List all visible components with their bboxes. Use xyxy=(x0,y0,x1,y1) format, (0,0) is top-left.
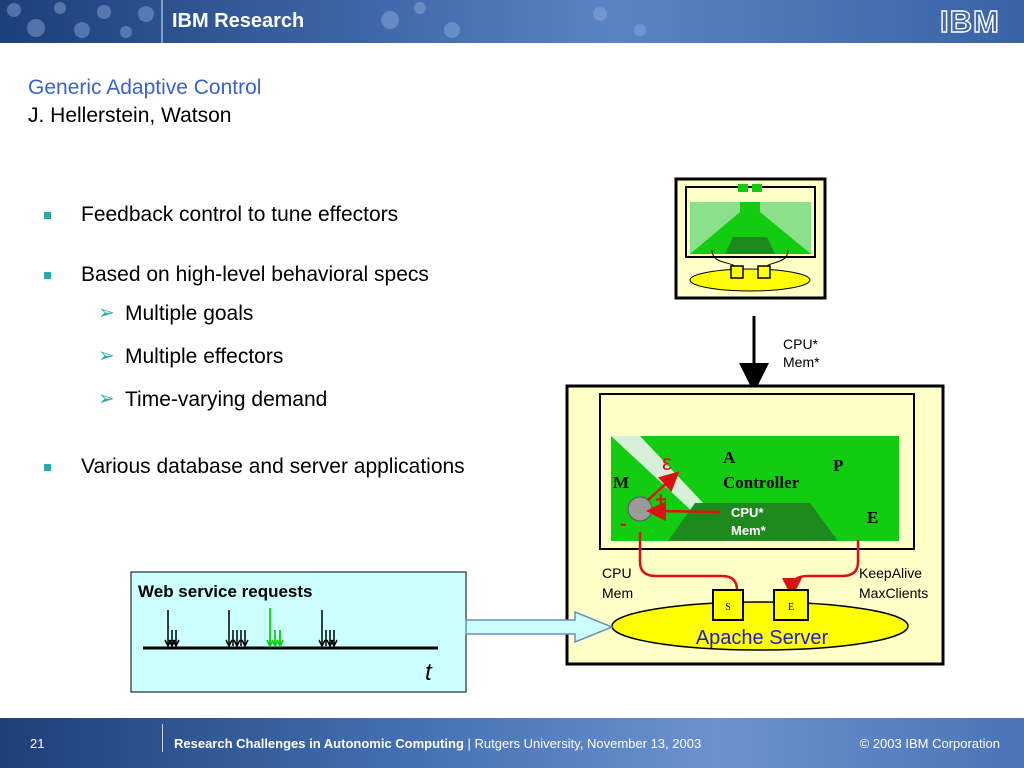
arrow-bullet-icon: ➢ xyxy=(98,345,115,367)
plus-sign: + xyxy=(655,489,667,511)
highlighted-request-arrows-icon xyxy=(266,608,284,649)
slide-subtitle: J. Hellerstein, Watson xyxy=(28,104,232,127)
cpu-mem-connector xyxy=(638,532,739,591)
label-a: A xyxy=(723,448,736,467)
header-title: IBM Research xyxy=(172,10,305,32)
minus-sign: - xyxy=(620,513,627,535)
label-m: M xyxy=(613,473,629,492)
arrow-label-mem: Mem* xyxy=(783,354,820,370)
label-e: E xyxy=(867,508,878,527)
sensor-box xyxy=(712,589,744,621)
error-arrow-icon xyxy=(647,471,680,501)
footer-separator: | xyxy=(467,736,471,751)
copyright: © 2003 IBM Corporation xyxy=(859,736,1000,751)
inner-mem-label: Mem* xyxy=(731,523,767,538)
footer-bar: 21 Research Challenges in Autonomic Comp… xyxy=(0,718,1024,768)
square-bullet-icon xyxy=(44,212,51,219)
page-number: 21 xyxy=(30,736,45,751)
label-p: P xyxy=(833,456,843,475)
presentation-title: Research Challenges in Autonomic Computi… xyxy=(174,736,464,751)
arrow-bullet-icon: ➢ xyxy=(98,388,115,410)
square-bullet-icon xyxy=(44,464,51,471)
header-pattern xyxy=(7,0,646,43)
left-cpu-label: CPU xyxy=(602,565,632,581)
slide-title: Generic Adaptive Control xyxy=(28,76,262,99)
request-arrows-icon xyxy=(164,610,338,648)
apache-label: Apache Server xyxy=(696,627,829,649)
arrow-bullet-icon: ➢ xyxy=(98,302,115,324)
web-requests-label: Web service requests xyxy=(138,582,313,601)
maxclients-label: MaxClients xyxy=(859,585,928,601)
feedback-arrow-icon xyxy=(646,501,721,522)
svg-text:IBM: IBM xyxy=(940,6,1000,36)
effector-box xyxy=(773,589,809,621)
header-bar: IBM Research IBM xyxy=(0,0,1024,43)
svg-text:E: E xyxy=(788,602,794,613)
apache-server xyxy=(611,601,909,651)
left-mem-label: Mem xyxy=(602,585,633,601)
main-system-panel: ε A Controller P M E + - CPU* Mem* CPU M… xyxy=(565,384,945,666)
footer-center-text: Research Challenges in Autonomic Computi… xyxy=(174,736,701,751)
label-controller: Controller xyxy=(723,473,800,492)
epsilon-symbol: ε xyxy=(662,450,672,475)
inner-cpu-label: CPU* xyxy=(731,505,764,520)
square-bullet-icon xyxy=(44,272,51,279)
keepalive-connector xyxy=(782,540,860,598)
arrow-label-cpu: CPU* xyxy=(783,336,819,352)
svg-text:S: S xyxy=(725,602,731,613)
web-requests-panel: Web service requests t xyxy=(130,571,467,693)
summing-junction xyxy=(627,496,653,522)
venue-date: Rutgers University, November 13, 2003 xyxy=(474,736,702,751)
time-label: t xyxy=(425,659,433,686)
keepalive-label: KeepAlive xyxy=(859,565,922,581)
requests-to-server-arrow-icon xyxy=(465,610,614,644)
thumbnail-diagram xyxy=(674,177,827,300)
ibm-logo: IBM xyxy=(939,6,1000,36)
